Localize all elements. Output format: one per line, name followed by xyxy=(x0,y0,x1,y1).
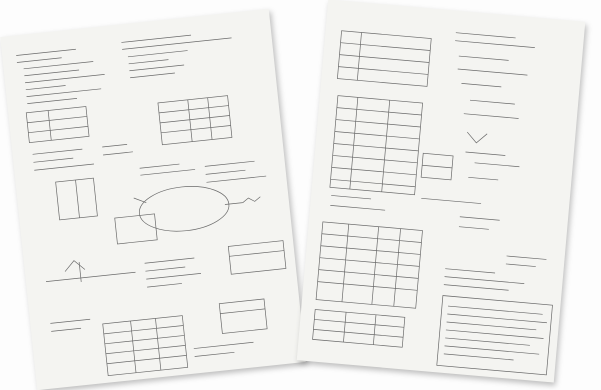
left-worksheet xyxy=(0,8,306,390)
right-worksheet xyxy=(296,0,586,383)
right-worksheet-drawing xyxy=(312,30,553,376)
left-worksheet-drawing xyxy=(16,34,287,377)
